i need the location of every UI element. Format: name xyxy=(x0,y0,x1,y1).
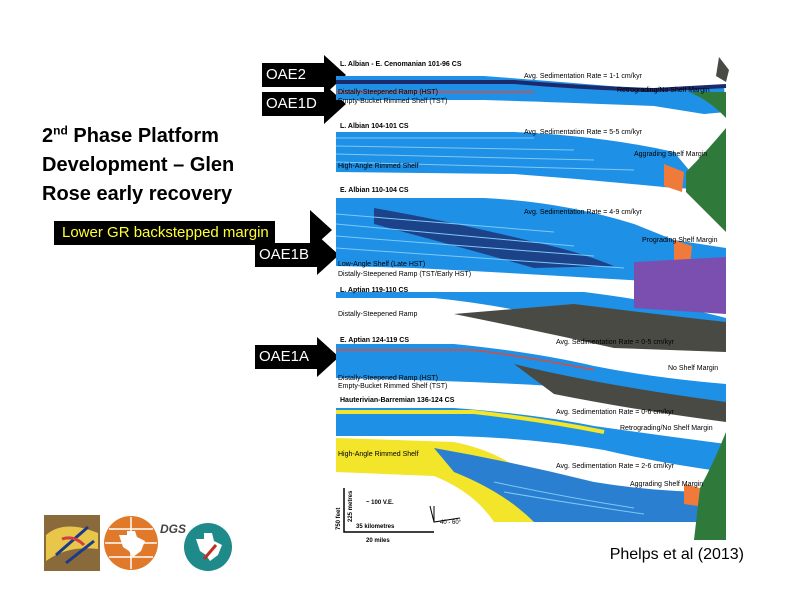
panel-7-margin-label: Aggrading Shelf Margin xyxy=(630,481,703,488)
logo-1 xyxy=(44,515,100,571)
oae1b-label: OAE1B xyxy=(259,246,310,263)
panel-6-lower-platform xyxy=(434,448,726,522)
scale-km: 35 kilometres xyxy=(356,524,395,530)
citation: Phelps et al (2013) xyxy=(609,546,744,563)
panel-2-rate: Avg. Sedimentation Rate = 5-5 cm/kyr xyxy=(524,129,643,136)
panel-4-title: L. Aptian 119-110 CS xyxy=(340,287,409,294)
panel-1-margin xyxy=(689,92,726,118)
logo-2 xyxy=(104,516,158,570)
panel-2-reef xyxy=(664,164,684,192)
panel-2: L. Albian 104-101 CS Avg. Sedimentation … xyxy=(335,123,726,232)
panel-6: Hauterivian-Barremian 136-124 CS Avg. Se… xyxy=(336,397,726,540)
scale-bar: 750 feet 225 metres ~ 100 V.E. 35 kilome… xyxy=(336,488,462,544)
panel-3-note-2: Distally-Steepened Ramp (TST/Early HST) xyxy=(338,271,471,278)
panel-5-rate: Avg. Sedimentation Rate = 0-5 cm/kyr xyxy=(556,339,675,346)
scale-ve: ~ 100 V.E. xyxy=(366,500,394,506)
scale-metres: 225 metres xyxy=(348,490,354,522)
panel-5: E. Aptian 124-119 CS Avg. Sedimentation … xyxy=(336,337,726,422)
panel-6-rate: Avg. Sedimentation Rate = 0-6 cm/kyr xyxy=(556,409,675,416)
title-line-3: Rose early recovery xyxy=(42,183,233,205)
panel-2-margin-label: Aggrading Shelf Margin xyxy=(634,151,707,158)
panel-5-note-2: Empty-Bucket Rimmed Shelf (TST) xyxy=(338,383,447,390)
logo-2-texas-icon xyxy=(119,531,145,557)
panel-6-margin-label: Retrograding/No Shelf Margin xyxy=(620,425,713,432)
panel-3-title: E. Albian 110-104 CS xyxy=(340,187,409,194)
panel-2-platform xyxy=(336,132,726,190)
panel-1-note-2: Empty-Bucket Rimmed Shelf (TST) xyxy=(338,98,447,105)
logo-3-texas-icon xyxy=(196,533,222,561)
panel-1-title: L. Albian - E. Cenomanian 101-96 CS xyxy=(340,61,462,68)
backstep-label: Lower GR backstepped margin xyxy=(54,221,275,245)
dgs-text: DGS xyxy=(160,522,186,536)
panel-1-note-1: Distally-Steepened Ramp (HST) xyxy=(338,89,438,96)
panel-1-rate: Avg. Sedimentation Rate = 1-1 cm/kyr xyxy=(524,73,643,80)
panel-3-note-1: Low-Angle Shelf (Late HST) xyxy=(338,261,425,268)
panel-1: L. Albian - E. Cenomanian 101-96 CS Avg.… xyxy=(336,57,729,118)
panel-3-strata xyxy=(335,213,625,269)
logo-3: DGS xyxy=(160,522,232,571)
panel-5-title: E. Aptian 124-119 CS xyxy=(340,337,409,344)
panel-4: L. Aptian 119-110 CS Distally-Steepened … xyxy=(336,257,726,352)
logo-3-hammer-icon xyxy=(202,544,218,560)
oae1a-label: OAE1A xyxy=(259,348,310,365)
panel-3-margin-label: Prograding Shelf Margin xyxy=(642,237,718,244)
panel-5-margin-label: No Shelf Margin xyxy=(668,365,718,372)
oae2-label: OAE2 xyxy=(266,66,307,83)
oae1b-arrow: OAE1B xyxy=(255,235,339,275)
panel-1-slope xyxy=(716,57,729,82)
panel-6-reef xyxy=(684,484,700,506)
panel-2-strata xyxy=(335,137,635,171)
scale-angle: 40 - 60° xyxy=(440,520,462,526)
panel-4-purple-basin xyxy=(634,257,726,314)
panel-5-note-1: Distally-Steepened Ramp (HST) xyxy=(338,375,438,382)
title-line-1: 2nd Phase Platform xyxy=(42,123,219,147)
panel-6-basin xyxy=(694,432,726,540)
slide-title: 2nd Phase Platform Development – Glen Ro… xyxy=(42,122,302,209)
panel-6-yellow-band xyxy=(336,410,605,434)
panel-4-note-1: Distally-Steepened Ramp xyxy=(338,311,417,318)
panel-6-strata xyxy=(493,481,645,515)
cross-section-figure: L. Albian - E. Cenomanian 101-96 CS Avg.… xyxy=(335,57,729,544)
panel-4-slope xyxy=(454,304,726,352)
panel-6-title: Hauterivian-Barremian 136-124 CS xyxy=(340,397,455,404)
scale-axes xyxy=(343,488,434,533)
scale-feet: 750 feet xyxy=(336,508,342,530)
panel-2-basin xyxy=(686,128,726,232)
logo-1-lines-icon xyxy=(55,525,95,565)
panel-6-platform xyxy=(336,408,726,472)
panel-1-platform xyxy=(336,76,726,114)
panel-2-note-1: High-Angle Rimmed Shelf xyxy=(338,163,419,170)
panel-6-note-1: High-Angle Rimmed Shelf xyxy=(338,451,419,458)
panel-3-rate: Avg. Sedimentation Rate = 4-9 cm/kyr xyxy=(524,209,643,216)
panel-3-platform xyxy=(336,198,726,282)
angle-icon xyxy=(429,505,461,523)
panel-5-slope xyxy=(514,364,726,422)
panel-5-red-line xyxy=(336,349,595,371)
panel-1-navy-band xyxy=(336,80,727,93)
oae1a-arrow: OAE1A xyxy=(255,337,339,377)
logo-1-curve-icon xyxy=(61,536,86,547)
panel-1-margin-label: Retrograding/No Shelf Margin xyxy=(617,87,710,94)
scale-miles: 20 miles xyxy=(366,538,390,544)
title-line-2: Development – Glen xyxy=(42,154,235,176)
panel-2-title: L. Albian 104-101 CS xyxy=(340,123,409,130)
panel-7-rate: Avg. Sedimentation Rate = 2-6 cm/kyr xyxy=(556,463,675,470)
oae1d-label: OAE1D xyxy=(266,95,317,112)
